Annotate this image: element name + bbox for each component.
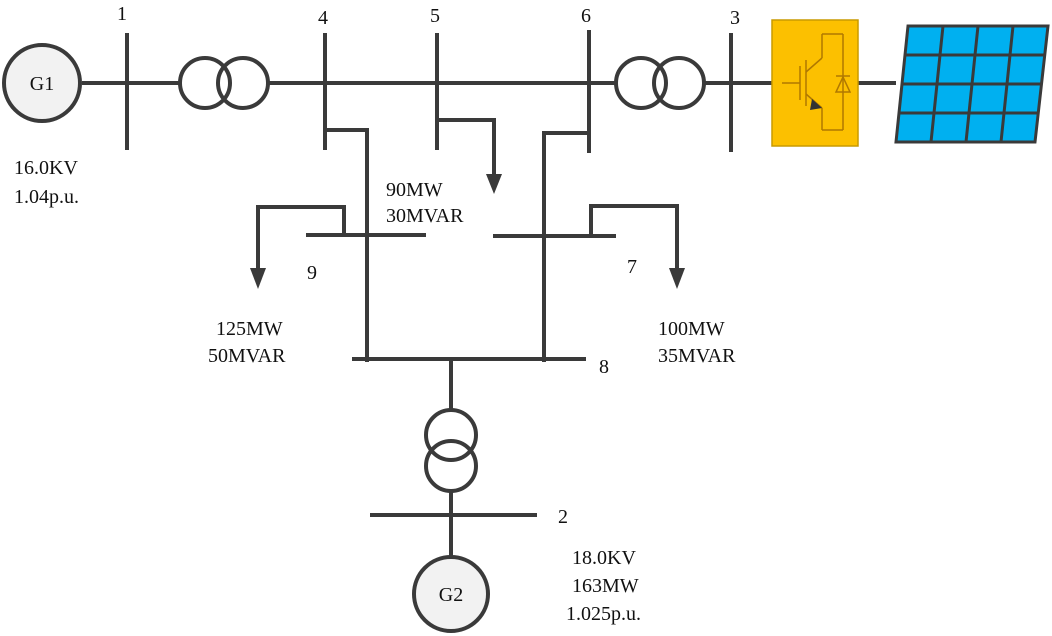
line-bus6-bus8 — [542, 131, 589, 362]
g2-pu: 1.025p.u. — [566, 603, 641, 625]
g2-voltage: 18.0KV — [572, 547, 636, 569]
load-arrow-icon — [437, 118, 502, 194]
transformer-icon — [424, 408, 478, 493]
bus-2-label: 2 — [558, 506, 568, 528]
load9-p: 125MW — [216, 318, 283, 340]
transformer-icon — [178, 56, 270, 110]
solar-panel-icon — [894, 24, 1050, 144]
transformer-icon — [614, 56, 706, 110]
load5-p: 90MW — [386, 179, 443, 201]
load9-q: 50MVAR — [208, 345, 286, 367]
line-bus4-bus8 — [325, 128, 369, 362]
generator-icon — [2, 43, 82, 123]
bus-7-label: 7 — [627, 256, 637, 278]
bus-5-label: 5 — [430, 5, 440, 27]
load7-q: 35MVAR — [658, 345, 736, 367]
generator-g1: G1 — [2, 43, 82, 123]
bus-8-label: 8 — [599, 356, 609, 378]
load7-p: 100MW — [658, 318, 725, 340]
bus-3-label: 3 — [730, 7, 740, 29]
inverter-icon — [771, 19, 859, 147]
g1-voltage: 16.0KV — [14, 157, 78, 179]
bus-1-label: 1 — [117, 3, 127, 25]
load-arrow-icon — [250, 205, 346, 289]
bus-9-label: 9 — [307, 262, 317, 284]
load-arrow-icon — [589, 204, 685, 289]
g1-pu: 1.04p.u. — [14, 186, 79, 208]
load5-q: 30MVAR — [386, 205, 464, 227]
bus-6-label: 6 — [581, 5, 591, 27]
generator-g2-label: G2 — [439, 584, 463, 606]
generator-icon — [412, 555, 490, 633]
generator-g2: G2 — [412, 555, 490, 633]
bus-4-label: 4 — [318, 7, 328, 29]
g2-power: 163MW — [572, 575, 639, 597]
generator-g1-label: G1 — [30, 73, 54, 95]
